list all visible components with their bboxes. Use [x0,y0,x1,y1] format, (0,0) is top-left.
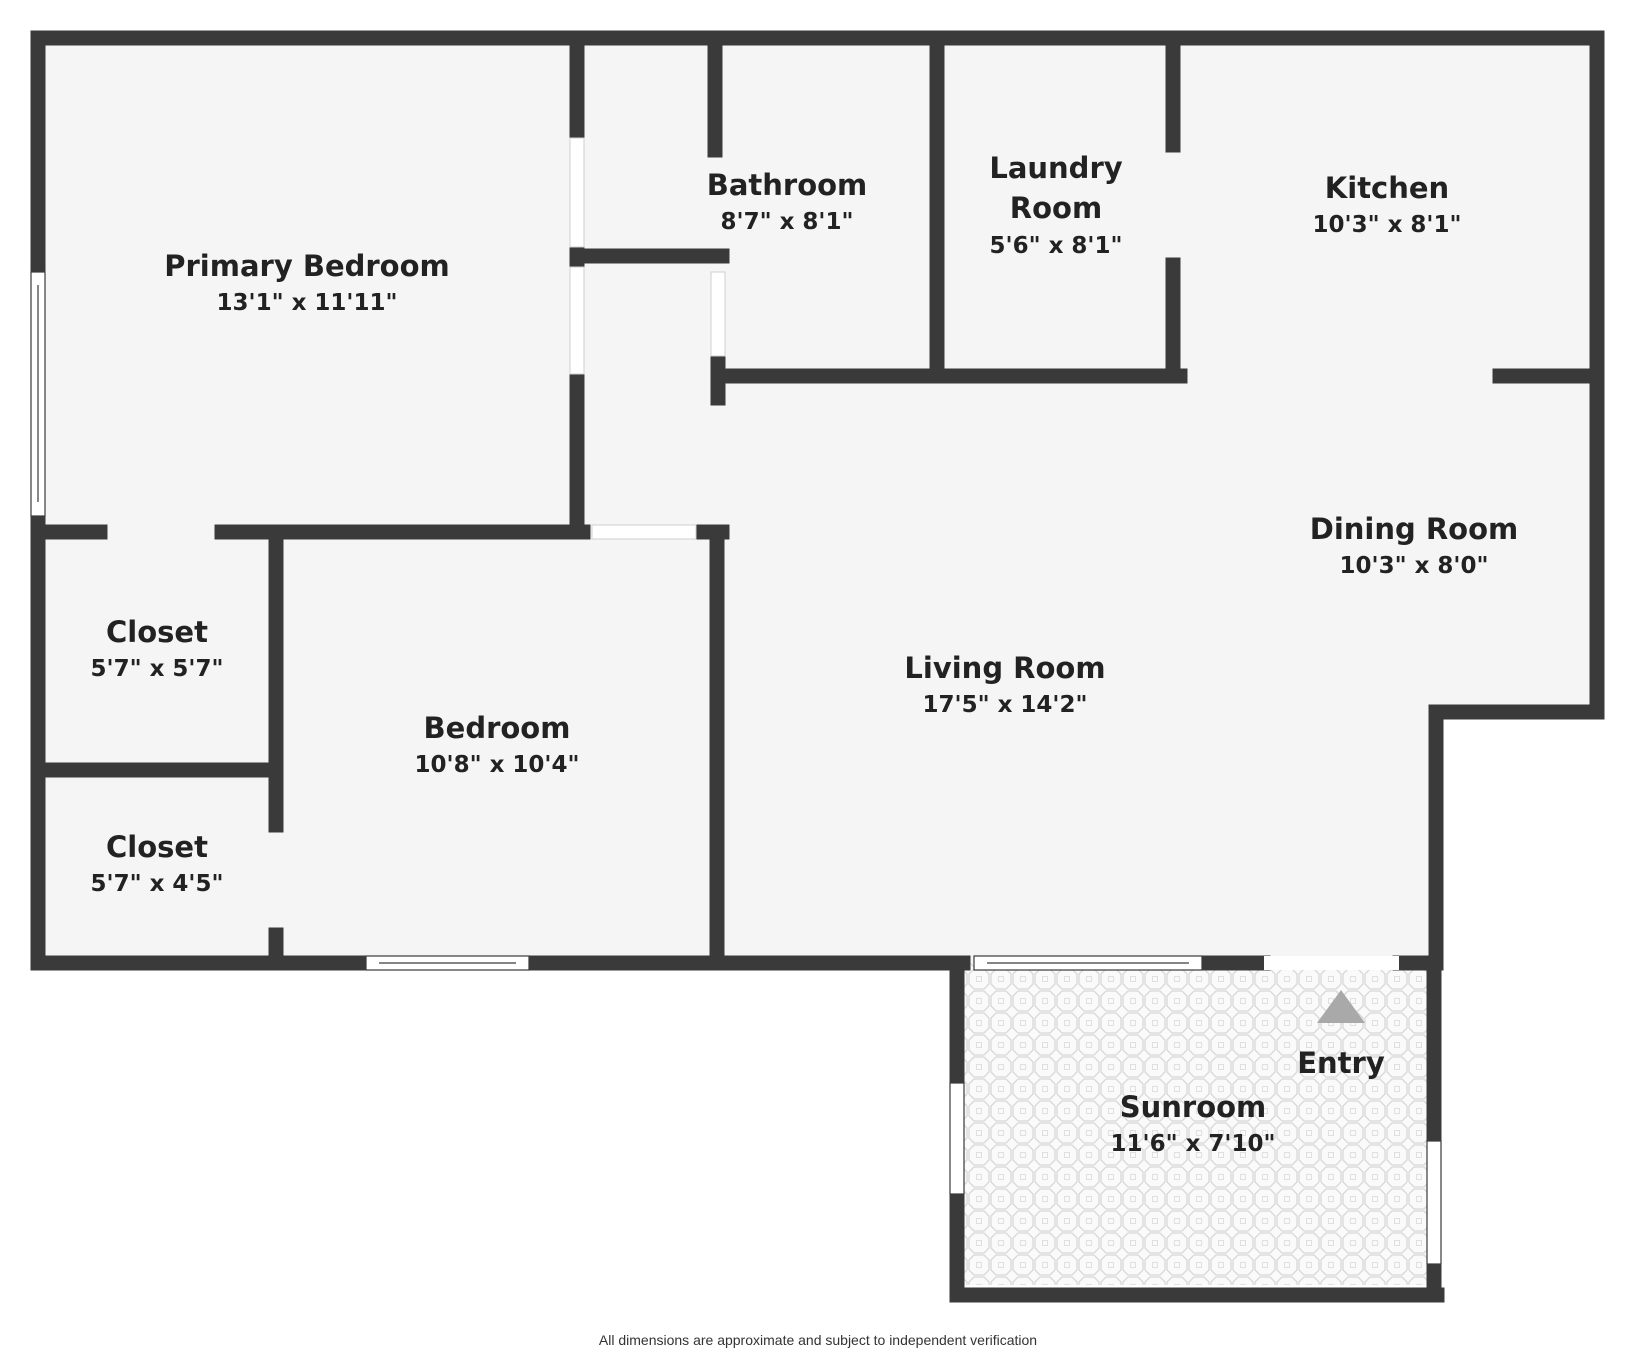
door-bedroom-hall [591,524,697,540]
room-dimensions: 5'6" x 8'1" [990,233,1123,259]
door-entry [1264,956,1399,970]
room-name: Closet [106,830,208,864]
room-name: Dining Room [1310,512,1519,546]
room-dimensions: 8'7" x 8'1" [721,209,854,235]
floor-areas [38,38,1595,1285]
window-sunroom-east [1426,1140,1442,1265]
room-labels: Primary Bedroom 13'1" x 11'11" Bathroom … [91,151,1519,1157]
walls [30,30,1605,1303]
room-name: Primary Bedroom [164,249,449,283]
entry-arrow-icon [1317,990,1365,1023]
door-bath-hall [710,271,726,357]
room-dimensions: 10'3" x 8'1" [1313,212,1462,238]
main-floor [38,38,1595,963]
room-name: Bathroom [707,168,868,202]
room-dimensions: 5'7" x 4'5" [91,871,224,897]
doors [569,137,1399,970]
windows [30,271,1442,1265]
room-name: Bedroom [424,711,571,745]
door-primary-hall [569,266,585,375]
room-name: Kitchen [1325,171,1449,205]
room-dimensions: 13'1" x 11'11" [217,290,398,316]
room-dimensions: 10'3" x 8'0" [1340,553,1489,579]
footer-note: All dimensions are approximate and subje… [599,1332,1037,1348]
room-dimensions: 10'8" x 10'4" [415,752,580,778]
entry-label: Entry [1297,1046,1385,1080]
room-name: Laundry [989,151,1122,185]
room-dimensions: 5'7" x 5'7" [91,656,224,682]
room-name: Living Room [904,651,1105,685]
sunroom-floor [961,963,1430,1285]
room-name: Room [1010,191,1102,225]
window-sunroom-west [949,1082,965,1195]
door-primary-bath [569,137,585,248]
room-name: Closet [106,615,208,649]
room-dimensions: 17'5" x 14'2" [923,692,1088,718]
room-name: Sunroom [1120,1090,1267,1124]
room-dimensions: 11'6" x 7'10" [1111,1131,1276,1157]
